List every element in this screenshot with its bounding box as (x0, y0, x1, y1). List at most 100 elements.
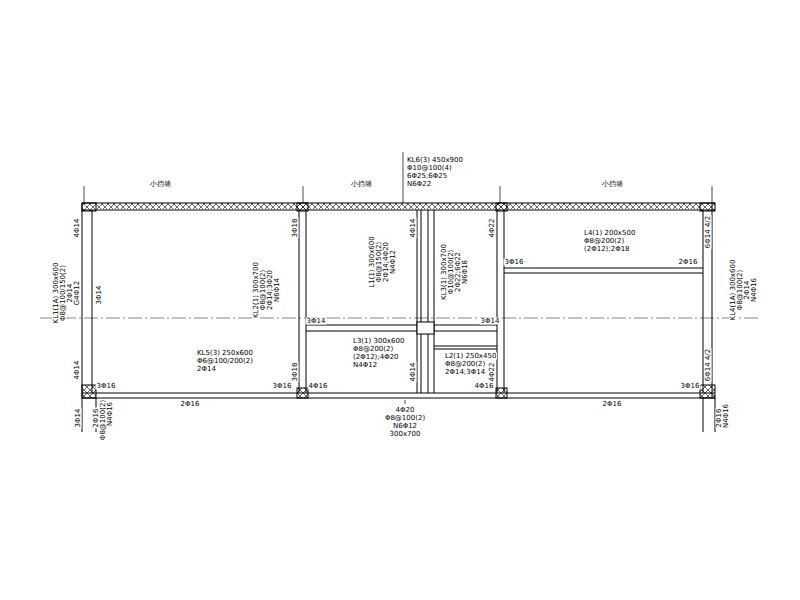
rebar-annotation: 2Φ16 (180, 401, 201, 408)
rebar-annotation: KL6(3) 450x900 (406, 157, 464, 164)
rebar-annotation: N6Φ18 (462, 259, 469, 285)
rebar-annotation: N4Φ12 (390, 249, 397, 275)
beam-edge (306, 325, 497, 326)
rebar-annotation: 小挡墙 (149, 181, 172, 188)
beam-edge (703, 210, 704, 393)
beam-edge (306, 331, 497, 332)
rebar-annotation: 2Φ22;6Φ22 (455, 251, 462, 293)
rebar-annotation: N6Φ12 (392, 423, 418, 430)
rebar-annotation: KL3(1) 300x700 (441, 243, 448, 301)
rebar-annotation: Φ10@100(2) (448, 249, 455, 296)
rebar-annotation: (2Φ12);2Φ18 (583, 246, 631, 253)
leader-line (403, 152, 404, 203)
column (82, 203, 96, 211)
beam-edge (421, 210, 422, 393)
rebar-annotation: 6Φ14 4/2 (705, 348, 712, 382)
rebar-annotation: N6Φ22 (406, 181, 432, 188)
rebar-annotation: 3Φ14 (96, 285, 103, 306)
rebar-annotation: 2Φ14 (67, 283, 74, 304)
rebar-annotation: 4Φ22 (489, 218, 496, 239)
beam-edge (434, 210, 435, 393)
beam-edge (434, 346, 497, 347)
rebar-annotation: 6Φ14 4/2 (705, 215, 712, 249)
rebar-annotation: 2Φ16 (716, 408, 723, 429)
column (496, 388, 507, 398)
rebar-annotation: 2Φ16 (93, 408, 100, 429)
rebar-annotation: Φ8@100(2) (260, 269, 267, 311)
axis-line (40, 318, 760, 319)
rebar-annotation: 4Φ14 (410, 218, 417, 239)
rebar-annotation: 4Φ16 (308, 383, 329, 390)
rebar-annotation: Φ8@200(2) (583, 238, 625, 245)
rebar-annotation: 2Φ16 (602, 401, 623, 408)
rebar-annotation: Φ10@100(4) (406, 165, 453, 172)
rebar-annotation: 3Φ16 (504, 259, 525, 266)
rebar-annotation: 4Φ14 (74, 360, 81, 381)
rebar-annotation: 6Φ25;6Φ25 (406, 173, 448, 180)
rebar-annotation: Φ8@200(2) (352, 346, 394, 353)
rebar-annotation: Φ8@100/150(2) (60, 264, 67, 322)
rebar-annotation: 2Φ16 (678, 259, 699, 266)
rebar-annotation: N4Φ16 (751, 277, 758, 303)
beam-edge (434, 349, 497, 350)
rebar-annotation: 4Φ14 (74, 218, 81, 239)
rebar-annotation: N4Φ16 (107, 401, 114, 427)
rebar-annotation: 2Φ14;3Φ20 (267, 269, 274, 311)
rebar-annotation: 3Φ16 (272, 383, 293, 390)
rebar-annotation: Φ6@100/200(2) (196, 358, 254, 365)
rebar-annotation: Φ8@200(2) (444, 361, 486, 368)
rebar-annotation: N6Φ14 (274, 277, 281, 303)
beam-edge (428, 210, 429, 393)
rebar-annotation: L1(1) 300x600 (369, 235, 376, 288)
rebar-annotation: 2Φ14 (744, 280, 751, 301)
rebar-annotation: Φ8@100(2) (384, 415, 426, 422)
rebar-annotation: 3Φ14 (75, 408, 82, 429)
rebar-annotation: KL5(3) 250x600 (196, 350, 254, 357)
column (417, 322, 434, 334)
rebar-annotation: 3Φ16 (680, 383, 701, 390)
column-edge (82, 398, 83, 432)
beam-edge (306, 210, 307, 393)
rebar-annotation: 300x700 (389, 431, 422, 438)
beam-edge (417, 210, 418, 393)
rebar-annotation: Φ8@150(2) (376, 241, 383, 283)
rebar-annotation: L4(1) 200x500 (583, 230, 636, 237)
rebar-annotation: Φ8@100(2) (100, 399, 107, 441)
rebar-annotation: 4Φ22 (489, 362, 496, 383)
rebar-annotation: Φ8@100(2) (737, 269, 744, 311)
rebar-annotation: KL2(1) 300x700 (253, 261, 260, 319)
axis-tick (84, 186, 85, 203)
beam-edge (82, 398, 715, 399)
column (700, 203, 715, 211)
beam-edge (82, 210, 715, 211)
column (496, 203, 507, 211)
column (82, 385, 96, 398)
rebar-annotation: 2Φ14 (196, 366, 217, 373)
rebar-annotation: N4Φ12 (352, 362, 378, 369)
rebar-annotation: 4Φ16 (474, 383, 495, 390)
column (297, 203, 308, 211)
axis-tick (712, 186, 713, 203)
column (297, 388, 308, 398)
leader-line (405, 400, 406, 404)
rebar-annotation: (2Φ12);4Φ20 (352, 354, 400, 361)
beam-edge (92, 210, 93, 393)
rebar-annotation: 3Φ18 (292, 362, 299, 383)
rebar-annotation: L2(1) 250x450 (444, 353, 497, 360)
rebar-annotation: G4Φ12 (74, 280, 81, 306)
rebar-annotation: KL4(1A) 300x600 (730, 259, 737, 322)
beam-edge (82, 393, 715, 394)
beam-edge (504, 268, 703, 269)
beam-edge (504, 273, 703, 274)
rebar-annotation: 4Φ20 (395, 407, 416, 414)
rebar-annotation: 小挡墙 (601, 181, 624, 188)
rebar-annotation: 3Φ16 (96, 383, 117, 390)
beam-edge (299, 210, 300, 393)
rebar-annotation: N4Φ16 (723, 403, 730, 429)
beam-edge (497, 210, 498, 393)
rebar-annotation: 3Φ14 (480, 318, 501, 325)
rebar-annotation: 小挡墙 (350, 181, 373, 188)
